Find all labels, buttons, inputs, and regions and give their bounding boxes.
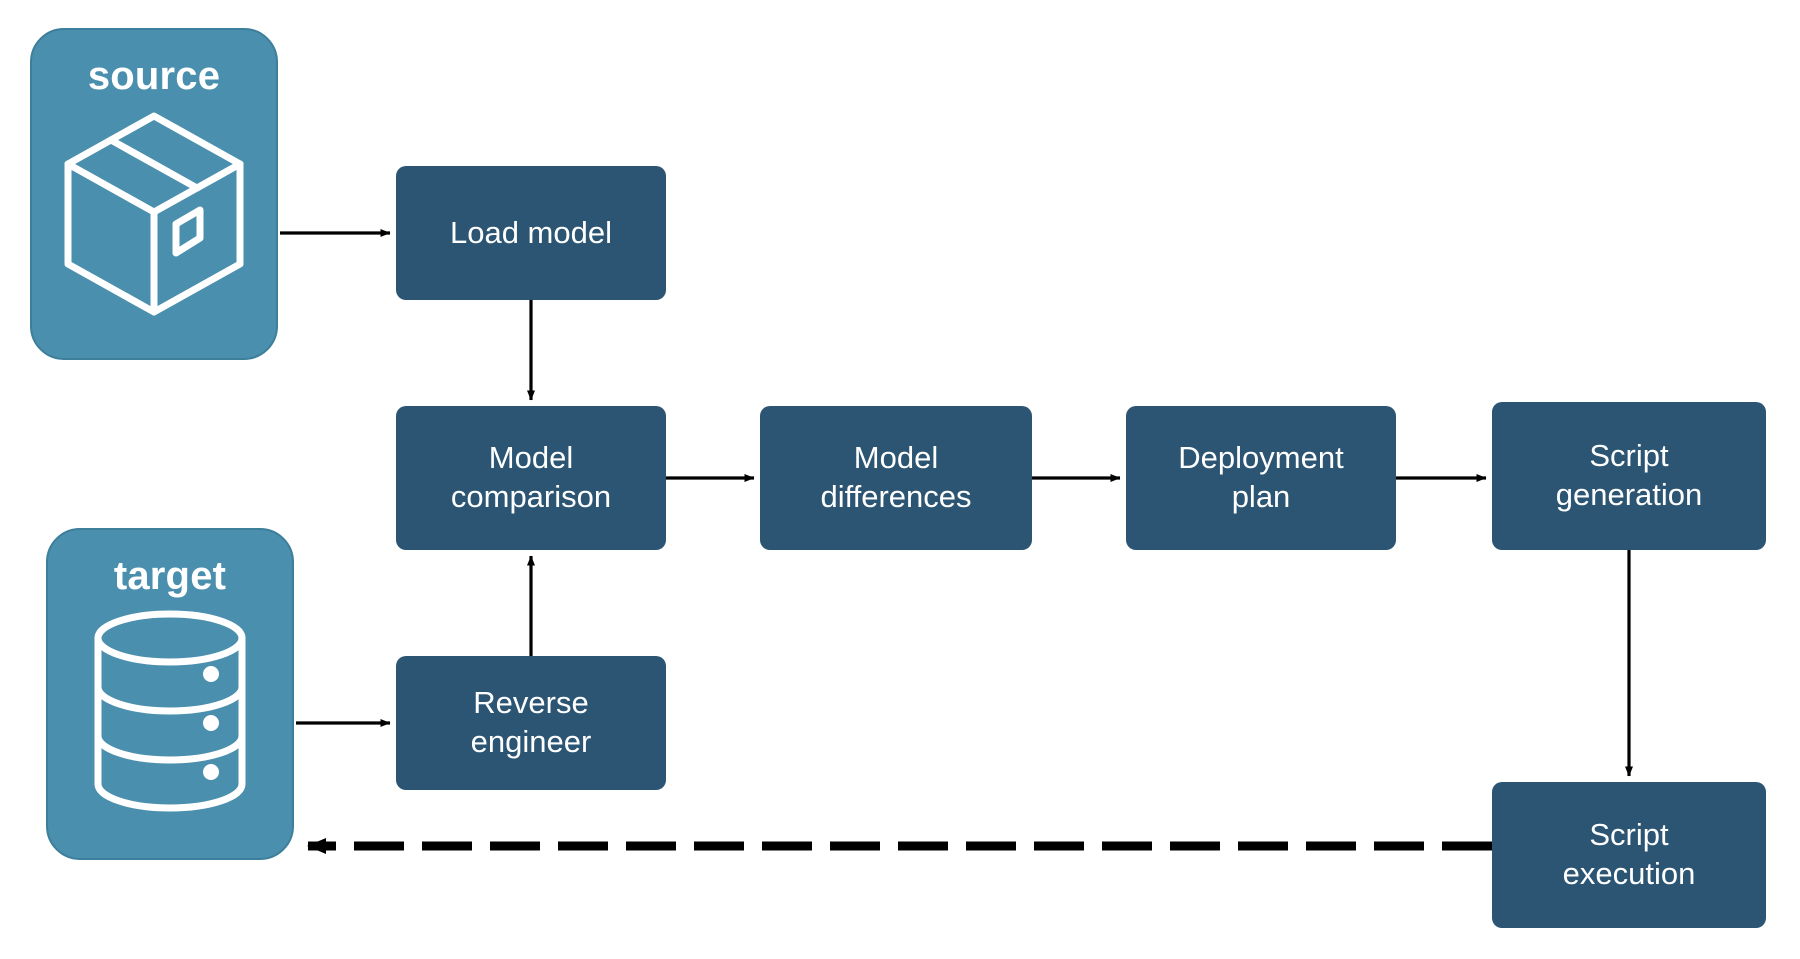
process-script-generation-label: Script generation: [1555, 438, 1703, 512]
process-deployment-plan-label: Deployment plan: [1178, 440, 1344, 514]
endpoint-source-label: source: [87, 54, 221, 98]
process-load-model-label: Load model: [449, 214, 612, 250]
process-script-execution[interactable]: Script execution: [1492, 782, 1766, 928]
process-model-differences[interactable]: Model differences: [760, 406, 1032, 550]
endpoint-target[interactable]: target: [46, 528, 294, 860]
process-load-model[interactable]: Load model: [396, 166, 666, 300]
process-deployment-plan[interactable]: Deployment plan: [1126, 406, 1396, 550]
endpoint-source[interactable]: source: [30, 28, 278, 360]
database-cylinder-icon: [84, 608, 256, 819]
process-script-execution-label: Script execution: [1562, 817, 1696, 891]
process-reverse-engineer-label: Reverse engineer: [470, 685, 592, 759]
process-reverse-engineer[interactable]: Reverse engineer: [396, 656, 666, 790]
process-model-comparison-label: Model comparison: [450, 440, 612, 514]
package-box-icon: [54, 108, 254, 325]
process-model-differences-label: Model differences: [820, 440, 972, 514]
process-model-comparison[interactable]: Model comparison: [396, 406, 666, 550]
process-script-generation[interactable]: Script generation: [1492, 402, 1766, 550]
endpoint-target-label: target: [113, 554, 227, 598]
